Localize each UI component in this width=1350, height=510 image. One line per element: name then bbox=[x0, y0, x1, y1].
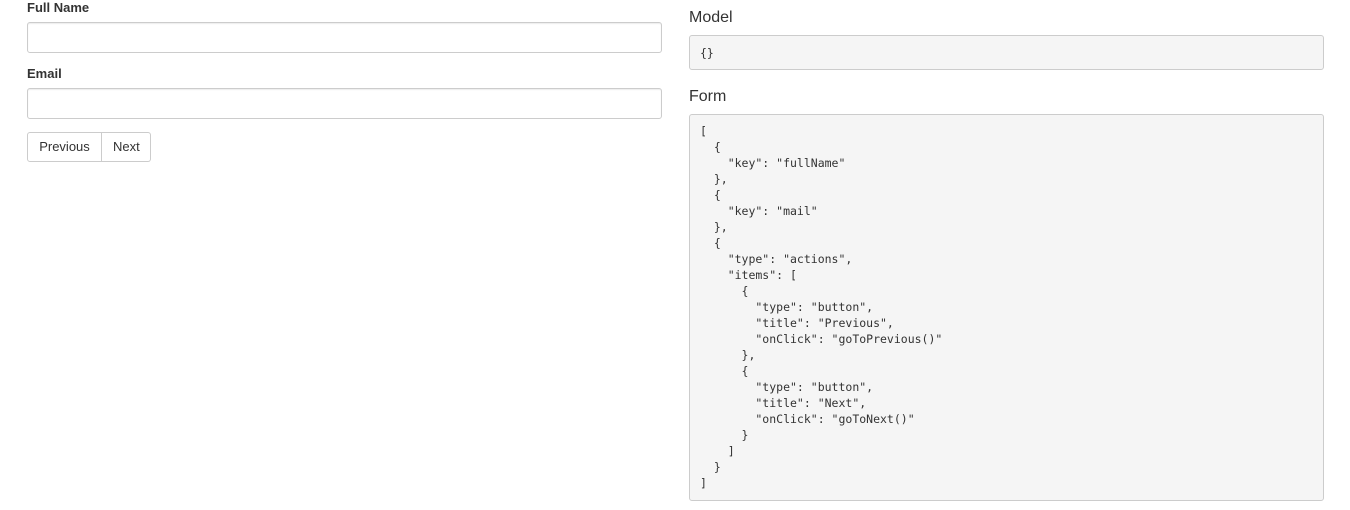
next-button[interactable]: Next bbox=[102, 132, 151, 162]
form-code: [ { "key": "fullName" }, { "key": "mail"… bbox=[689, 114, 1324, 501]
form-actions: Previous Next bbox=[27, 132, 151, 162]
full-name-group: Full Name bbox=[27, 0, 662, 53]
model-heading: Model bbox=[689, 9, 733, 26]
email-input[interactable] bbox=[27, 88, 662, 119]
form-heading: Form bbox=[689, 88, 727, 105]
previous-button[interactable]: Previous bbox=[27, 132, 102, 162]
model-code: {} bbox=[689, 35, 1324, 70]
full-name-input[interactable] bbox=[27, 22, 662, 53]
full-name-label: Full Name bbox=[27, 0, 90, 15]
email-label: Email bbox=[27, 66, 62, 81]
email-group: Email bbox=[27, 66, 662, 119]
